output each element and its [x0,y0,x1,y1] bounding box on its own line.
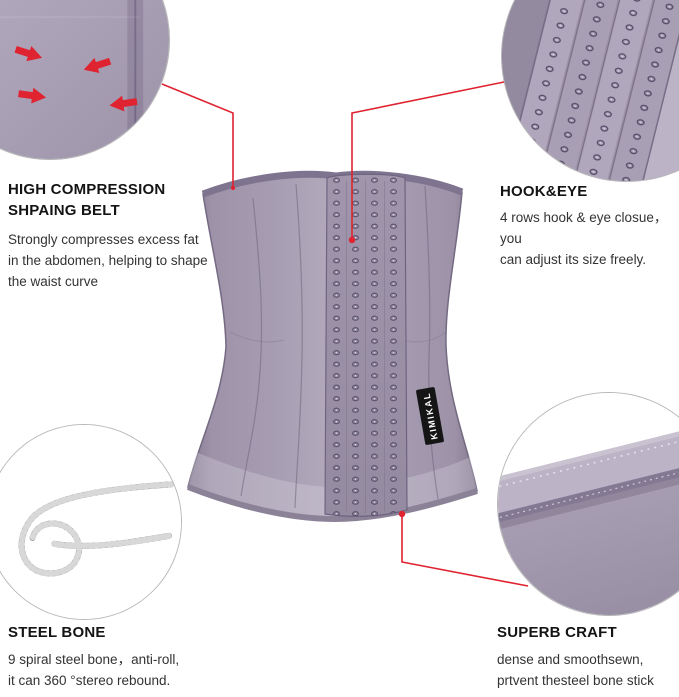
inset-hook-eye-photo [501,0,679,182]
steel-bone-wire [18,481,175,577]
superb-craft-title: SUPERB CRAFT [497,624,617,641]
hook-eye-desc: 4 rows hook & eye closue，you can adjust … [500,210,668,267]
inset-superb-craft-photo [497,392,679,616]
steel-bone-desc: 9 spiral steel bone，anti-roll, it can 36… [8,652,180,688]
compression-arrows-icon [14,45,138,112]
corset-bottom-band [188,452,477,519]
corset-seams [229,183,447,509]
corset-top-trim [201,170,464,198]
compression-desc: Strongly compresses excess fat in the ab… [8,232,208,289]
connector-dot-hook-eye [348,236,356,244]
brand-label: KIMIKAL [416,387,444,445]
steel-bone-graphic [0,425,181,619]
inset-steel-bone-photo [0,424,182,620]
superb-craft-desc: dense and smoothsewn, prtvent thesteel b… [497,652,654,697]
corset-body [187,173,478,520]
connector-compression [161,83,234,188]
connector-hook-eye [351,81,505,238]
svg-text:KIMIKAL: KIMIKAL [421,391,439,440]
compression-title: HIGH COMPRESSION SHPAING BELT [8,181,166,219]
folded-edge-graphic [498,393,679,615]
hook-eye-strip [324,173,408,517]
corset-bottom-trim [186,484,478,523]
hook-strip-rows [502,0,679,181]
connector-dot-compression [231,186,235,190]
inset-compression-photo [0,0,170,160]
connector-dot-superb-craft [398,510,406,518]
hook-eye-title: HOOK&EYE [500,183,588,200]
steel-bone-title: STEEL BONE [8,624,106,641]
hook-eye-graphic [502,0,679,181]
folded-belt-edge [498,409,679,615]
compression-fabric-graphic [0,0,169,159]
hook-strip-separators [346,180,385,513]
